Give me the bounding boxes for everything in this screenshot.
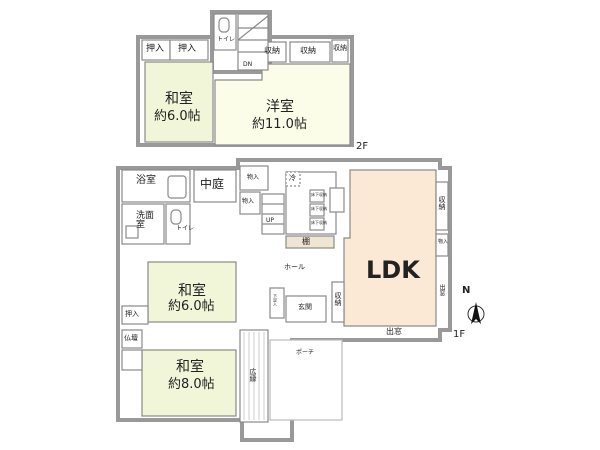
2f-washitsu-room bbox=[144, 61, 214, 143]
1f-kitchen-sink bbox=[329, 187, 345, 213]
compass-icon bbox=[467, 302, 485, 324]
1f-porch: ポーチ bbox=[296, 349, 315, 356]
1f-genkan-box bbox=[285, 295, 327, 323]
1f-monoire-b-box bbox=[239, 191, 261, 215]
1f-washitsu-a-room bbox=[147, 261, 237, 323]
2f-toilet: トイレ bbox=[217, 36, 236, 43]
1f-senmen: 洗面室 bbox=[136, 211, 155, 230]
1f-tana: 棚 bbox=[302, 237, 310, 246]
1f-rei: 冷 bbox=[289, 174, 296, 182]
1f-getabako-box bbox=[269, 287, 285, 319]
1f-yukashita-box-3 bbox=[309, 217, 325, 231]
1f-genkan: 玄関 bbox=[298, 303, 312, 311]
1f-demado-a: 出窓 bbox=[438, 284, 445, 296]
1f-ldk-monoire-box bbox=[435, 233, 449, 257]
1f-monoire-b: 物入 bbox=[242, 198, 255, 205]
1f-rei-box bbox=[285, 171, 301, 187]
compass-north-label: N bbox=[462, 285, 471, 296]
1f-washitsu-a-size: 約6.0帖 bbox=[168, 299, 215, 314]
1f-ldk-label: LDK bbox=[366, 256, 420, 284]
2f-floor-label: 2F bbox=[356, 141, 369, 152]
1f-monoire-a: 物入 bbox=[247, 174, 260, 181]
2f-shuno-c: 収納 bbox=[333, 44, 347, 52]
1f-tana-box bbox=[285, 235, 335, 249]
1f-demado-b: 出窓 bbox=[386, 327, 402, 336]
1f-hiroen: 広縁 bbox=[249, 368, 257, 382]
2f-shuno-b: 収納 bbox=[300, 46, 316, 55]
1f-getabako: 下足入 bbox=[273, 294, 278, 306]
2f-youshitsu-name: 洋室 bbox=[266, 99, 294, 115]
2f-youshitsu-room bbox=[214, 63, 351, 146]
1f-washitsu-b-size: 約8.0帖 bbox=[168, 377, 215, 392]
1f-butsuma-box bbox=[121, 329, 143, 349]
1f-porch-area bbox=[269, 339, 343, 421]
2f-oshiire-b-box bbox=[169, 39, 209, 61]
1f-washitsu-b-room bbox=[141, 349, 237, 417]
1f-ldk-room bbox=[343, 169, 437, 327]
1f-yukashita-1: 床下収納 bbox=[311, 192, 327, 197]
1f-oshiire-box bbox=[121, 305, 149, 325]
1f-hiroen-lines bbox=[243, 332, 265, 420]
2f-washitsu-size: 約6.0帖 bbox=[154, 109, 201, 124]
floor-2 bbox=[136, 10, 354, 147]
1f-yukashita-box-2 bbox=[309, 203, 325, 217]
1f-washitsu-b-name: 和室 bbox=[176, 359, 204, 375]
2f-washitsu-name: 和室 bbox=[165, 91, 193, 107]
1f-ldk-shuno-left bbox=[331, 281, 345, 323]
2f-shuno-c-box bbox=[331, 39, 349, 63]
1f-stairs-up: UP bbox=[266, 217, 275, 224]
1f-toilet-bowl bbox=[170, 209, 182, 225]
1f-butsuma: 仏壇 bbox=[124, 334, 138, 342]
2f-youshitsu-size: 約11.0帖 bbox=[252, 117, 307, 132]
1f-shuno-b: 収納 bbox=[334, 292, 342, 306]
2f-shuno-b-box bbox=[289, 41, 331, 63]
2f-oshiire-b: 押入 bbox=[178, 44, 197, 54]
1f-yukashita-3: 床下収納 bbox=[311, 220, 327, 225]
1f-bathtub bbox=[167, 175, 187, 199]
1f-washitsu-a-name: 和室 bbox=[178, 283, 206, 299]
1f-monoire-a-box bbox=[239, 165, 269, 191]
1f-shuno-a: 収納 bbox=[438, 196, 446, 210]
1f-toilet: トイレ bbox=[176, 225, 195, 232]
1f-sink bbox=[125, 225, 139, 239]
1f-nakaniwa-court bbox=[193, 169, 237, 203]
1f-ldk-shuno-right bbox=[435, 181, 449, 231]
2f-toilet-bowl bbox=[218, 17, 230, 33]
1f-floor-label: 1F bbox=[453, 329, 466, 340]
2f-stairs-dn: DN bbox=[243, 61, 253, 68]
1f-yukashita-box-1 bbox=[309, 189, 325, 203]
1f-hall: ホール bbox=[284, 263, 305, 271]
1f-monoire-c: 物入 bbox=[438, 239, 449, 245]
2f-oshiire-a: 押入 bbox=[146, 44, 165, 54]
1f-nakaniwa: 中庭 bbox=[200, 177, 225, 191]
1f-closet-box bbox=[121, 349, 143, 371]
1f-yokushitsu: 浴室 bbox=[136, 175, 156, 186]
2f-stairs-box bbox=[237, 13, 269, 71]
1f-oshiire: 押入 bbox=[125, 310, 139, 318]
floor-1 bbox=[116, 158, 452, 442]
2f-shuno-a: 収納 bbox=[264, 46, 280, 55]
1f-yukashita-2: 床下収納 bbox=[311, 206, 327, 211]
2f-stair-diagonal bbox=[237, 15, 269, 41]
